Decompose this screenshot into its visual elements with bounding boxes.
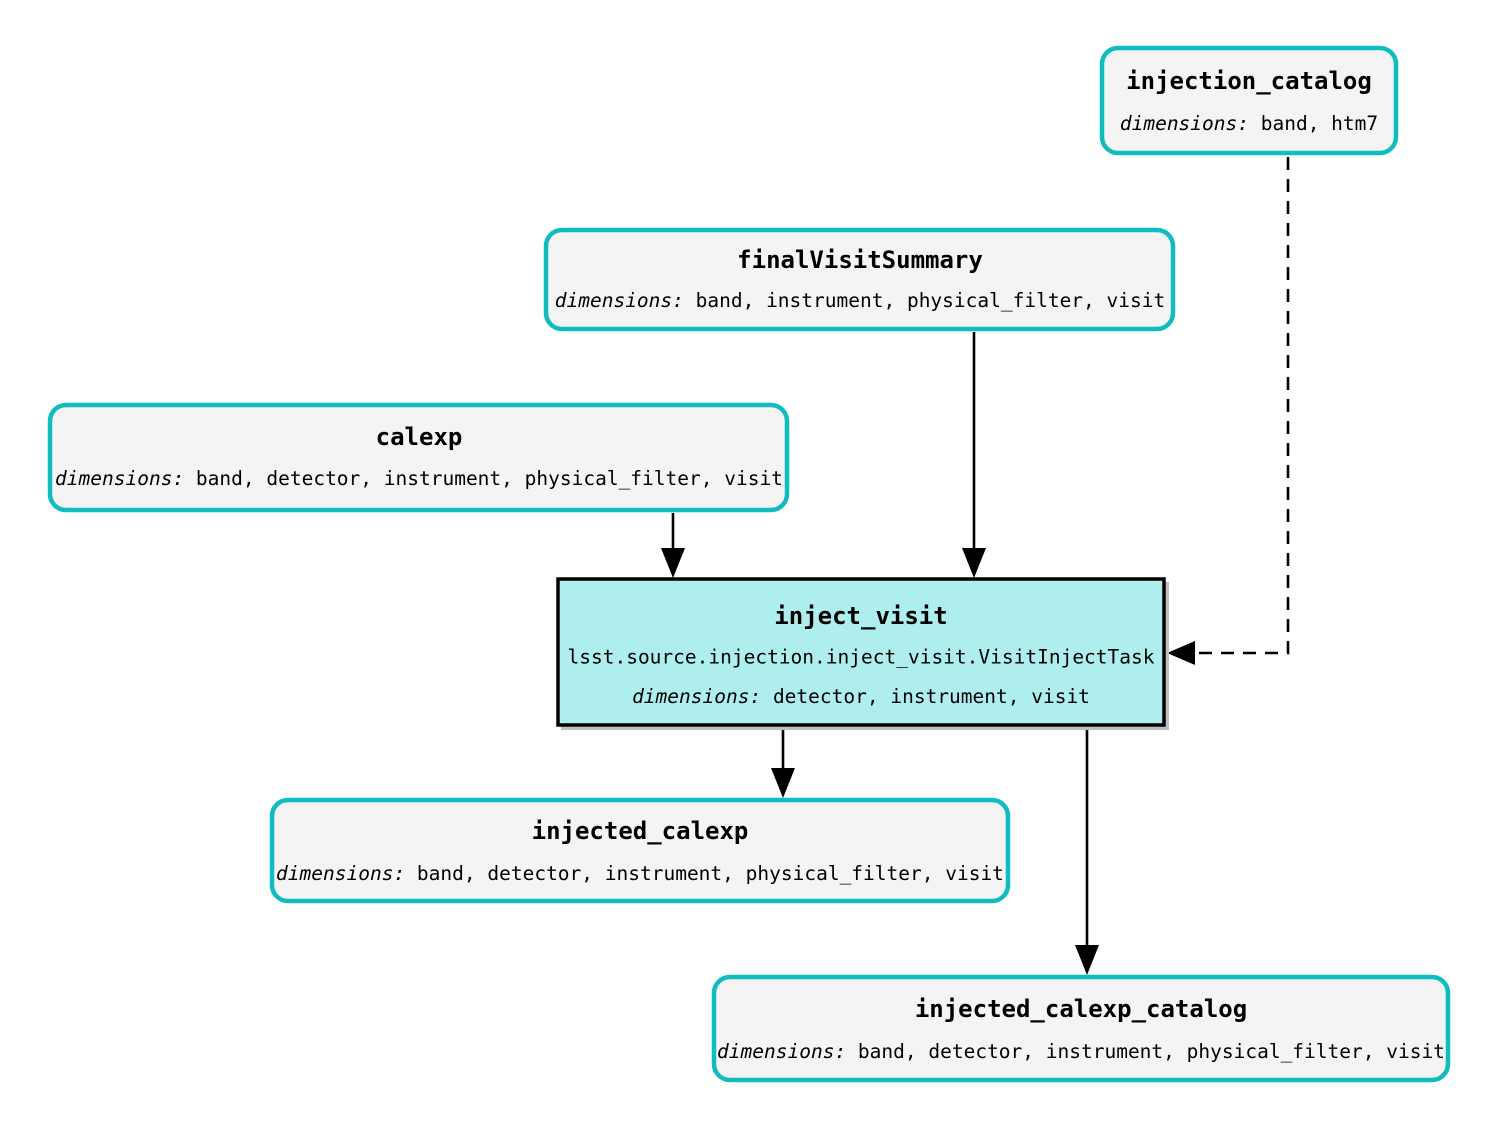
edge-inject-visit-to-injected-calexp: [771, 728, 795, 798]
arrowhead-down: [1075, 945, 1099, 975]
node-injection-catalog[interactable]: injection_catalog dimensions: band, htm7: [1099, 45, 1399, 156]
node-injected-calexp-dimensions: dimensions: band, detector, instrument, …: [276, 862, 1004, 885]
node-injection-catalog-title: injection_catalog: [1126, 67, 1372, 95]
edge-final-visit-summary-to-inject-visit: [962, 332, 986, 578]
node-calexp-title: calexp: [376, 423, 463, 451]
node-calexp-box[interactable]: [47, 402, 790, 513]
edge-injection-catalog-to-inject-visit: [1167, 157, 1290, 665]
node-final-visit-summary-dimensions: dimensions: band, instrument, physical_f…: [555, 289, 1165, 312]
node-inject-visit-dimensions: dimensions: detector, instrument, visit: [632, 685, 1090, 708]
node-injected-calexp-catalog-dimensions: dimensions: band, detector, instrument, …: [717, 1040, 1445, 1063]
node-injection-catalog-box[interactable]: [1099, 45, 1399, 156]
dimensions-label: dimensions:: [632, 685, 761, 708]
node-inject-visit-task-class: lsst.source.injection.inject_visit.Visit…: [568, 646, 1155, 669]
dimensions-label: dimensions:: [276, 862, 405, 885]
dimensions-value: band, detector, instrument, physical_fil…: [405, 862, 1004, 885]
dimensions-value: band, instrument, physical_filter, visit: [684, 289, 1165, 312]
node-injected-calexp-catalog[interactable]: injected_calexp_catalog dimensions: band…: [711, 974, 1451, 1083]
arrowhead-down: [661, 548, 685, 578]
edge-path-dashed: [1192, 157, 1290, 655]
node-inject-visit[interactable]: inject_visit lsst.source.injection.injec…: [556, 577, 1169, 730]
node-calexp[interactable]: calexp dimensions: band, detector, instr…: [47, 402, 790, 513]
node-final-visit-summary-title: finalVisitSummary: [737, 246, 983, 274]
dimensions-value: detector, instrument, visit: [761, 685, 1090, 708]
dimensions-label: dimensions:: [55, 467, 184, 490]
dimensions-label: dimensions:: [717, 1040, 846, 1063]
node-injected-calexp-catalog-title: injected_calexp_catalog: [915, 995, 1247, 1023]
node-injected-calexp[interactable]: injected_calexp dimensions: band, detect…: [269, 797, 1011, 904]
edge-inject-visit-to-injected-calexp-catalog: [1075, 728, 1099, 975]
node-final-visit-summary-box[interactable]: [543, 227, 1176, 332]
arrowhead-left: [1167, 641, 1195, 665]
arrowhead-down: [962, 548, 986, 578]
dimensions-value: band, detector, instrument, physical_fil…: [846, 1040, 1445, 1063]
node-injected-calexp-catalog-box[interactable]: [711, 974, 1451, 1083]
node-calexp-dimensions: dimensions: band, detector, instrument, …: [55, 467, 783, 490]
arrowhead-down: [771, 768, 795, 798]
node-injected-calexp-title: injected_calexp: [532, 817, 749, 845]
dimensions-value: band, htm7: [1249, 112, 1378, 135]
node-inject-visit-box[interactable]: [556, 577, 1166, 727]
dimensions-value: band, detector, instrument, physical_fil…: [184, 467, 783, 490]
node-injection-catalog-dimensions: dimensions: band, htm7: [1120, 112, 1378, 135]
dimensions-label: dimensions:: [1120, 112, 1249, 135]
node-inject-visit-title: inject_visit: [774, 602, 947, 630]
edge-calexp-to-inject-visit: [661, 513, 685, 578]
node-final-visit-summary[interactable]: finalVisitSummary dimensions: band, inst…: [543, 227, 1176, 332]
node-injected-calexp-box[interactable]: [269, 797, 1011, 904]
dimensions-label: dimensions:: [555, 289, 684, 312]
